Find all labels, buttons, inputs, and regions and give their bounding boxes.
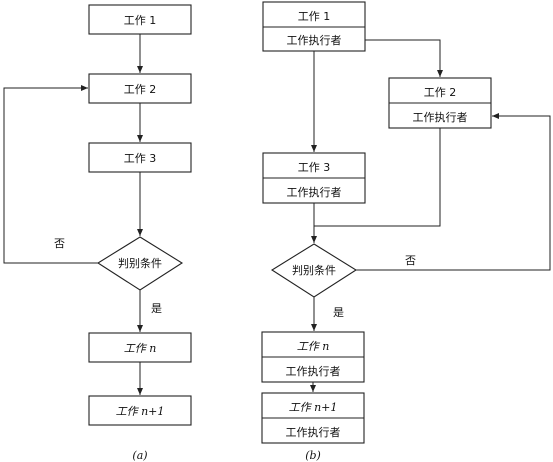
b-line-2-merge bbox=[314, 128, 441, 227]
b-box-workn: 工作 n 工作执行者 bbox=[261, 331, 365, 383]
a-work1-label: 工作 1 bbox=[124, 14, 157, 27]
b-work1-label: 工作 1 bbox=[298, 10, 331, 23]
b-box-workn1: 工作 n+1 工作执行者 bbox=[261, 392, 365, 444]
b-decision-label: 判别条件 bbox=[292, 263, 336, 277]
diagram-b: 工作 1 工作执行者 工作 2 工作执行者 工作 3 工作执行者 判别条件 否 … bbox=[261, 1, 551, 462]
b-workn-sub: 工作执行者 bbox=[286, 364, 341, 378]
a-caption: (a) bbox=[132, 449, 147, 462]
b-arrow-1-2 bbox=[365, 39, 443, 77]
b-yes-label: 是 bbox=[333, 306, 344, 319]
diagram-a: 工作 1 工作 2 工作 3 判别条件 否 是 工作 n 工作 n+1 bbox=[3, 4, 192, 462]
a-box-work3: 工作 3 bbox=[88, 142, 192, 173]
b-work2-sub: 工作执行者 bbox=[413, 110, 468, 124]
b-workn1-sub: 工作执行者 bbox=[286, 425, 341, 439]
b-work3-sub: 工作执行者 bbox=[287, 185, 342, 199]
a-no-label: 否 bbox=[54, 237, 65, 250]
b-no-label: 否 bbox=[405, 254, 416, 267]
b-box-work1: 工作 1 工作执行者 bbox=[262, 1, 366, 52]
b-caption: (b) bbox=[305, 449, 321, 462]
a-decision-label: 判别条件 bbox=[118, 256, 162, 270]
b-arrow-no-loop bbox=[356, 113, 551, 271]
a-box-workn1: 工作 n+1 bbox=[88, 395, 192, 426]
b-box-work3: 工作 3 工作执行者 bbox=[262, 152, 366, 204]
b-workn-label: 工作 n bbox=[297, 340, 330, 353]
b-decision: 判别条件 bbox=[270, 243, 358, 298]
a-box-work1: 工作 1 bbox=[88, 4, 192, 35]
b-work3-label: 工作 3 bbox=[298, 161, 331, 174]
a-decision: 判别条件 bbox=[96, 236, 184, 291]
b-work1-sub: 工作执行者 bbox=[287, 33, 342, 47]
b-workn1-label: 工作 n+1 bbox=[289, 401, 338, 414]
a-arrow-no-loop bbox=[3, 85, 98, 264]
a-work2-label: 工作 2 bbox=[124, 83, 157, 96]
a-workn-label: 工作 n bbox=[124, 342, 157, 355]
a-box-work2: 工作 2 bbox=[88, 73, 192, 104]
b-box-work2: 工作 2 工作执行者 bbox=[388, 77, 492, 129]
a-work3-label: 工作 3 bbox=[124, 152, 157, 165]
a-box-workn: 工作 n bbox=[88, 332, 192, 363]
a-yes-label: 是 bbox=[151, 302, 162, 315]
a-workn1-label: 工作 n+1 bbox=[116, 405, 165, 418]
b-work2-label: 工作 2 bbox=[424, 86, 457, 99]
